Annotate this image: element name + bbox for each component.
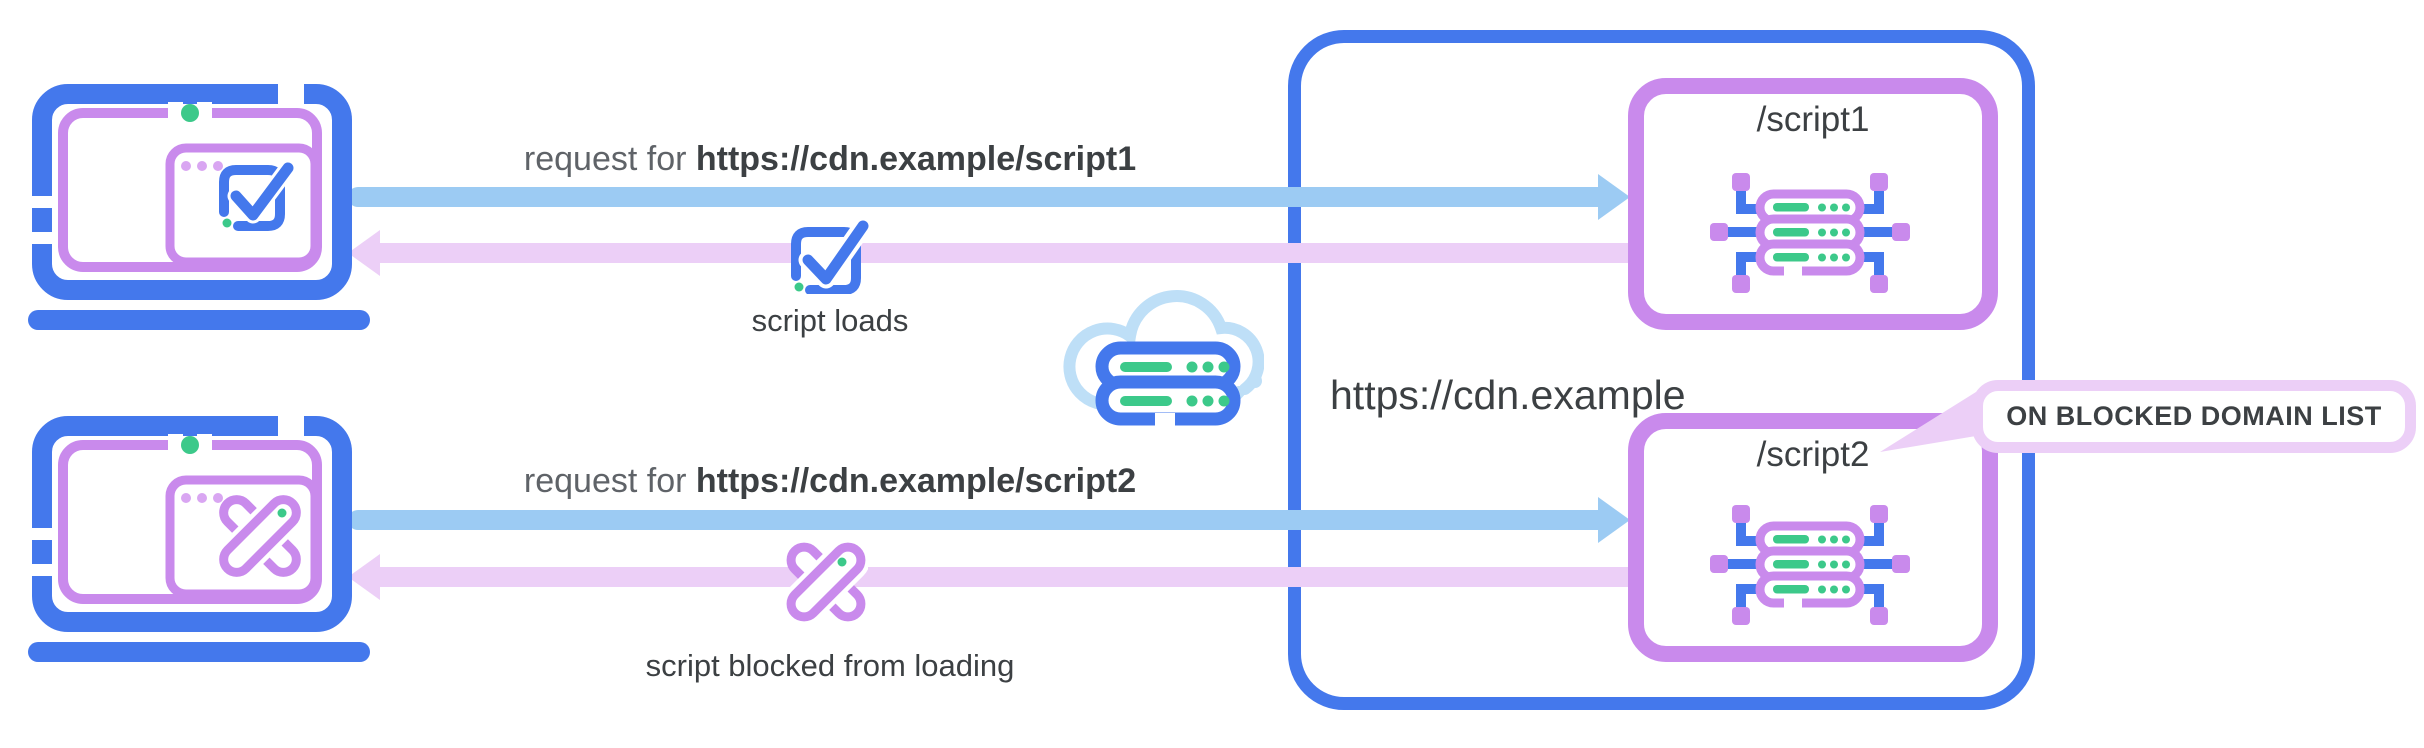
cluster-racks <box>1755 189 1865 277</box>
request-url: https://cdn.example/script2 <box>695 462 1137 500</box>
request-script1-label: request for https://cdn.example/script1 <box>330 140 1330 179</box>
arrow-head-right-icon <box>1598 174 1630 220</box>
cluster-nodes <box>1710 173 1910 293</box>
callout-tail <box>1880 392 1976 452</box>
cluster-nodes <box>1710 505 1910 625</box>
cdn-domain-label: https://cdn.example <box>1330 372 1686 418</box>
server-cluster-icon <box>1710 505 1910 625</box>
browser-cross-icon <box>214 490 306 582</box>
endpoint-script2-box: /script2 <box>1628 413 1998 662</box>
blocked-domain-callout-label: ON BLOCKED DOMAIN LIST <box>2006 401 2382 431</box>
laptop-base <box>28 310 370 330</box>
endpoint-script1-box: /script1 <box>1628 78 1998 330</box>
laptop-base <box>28 642 370 662</box>
result-blocked-label: script blocked from loading <box>645 648 1015 683</box>
cloud-server-icon <box>1063 290 1264 427</box>
browser-check-icon <box>219 159 297 231</box>
laptop-allowed-icon <box>28 80 370 330</box>
endpoint-script1-label: /script1 <box>1756 100 1870 139</box>
request-url: https://cdn.example/script1 <box>695 140 1137 178</box>
laptop-blocked-icon <box>28 412 370 662</box>
request-script2-label: request for https://cdn.example/script2 <box>330 462 1330 501</box>
check-icon <box>791 216 870 294</box>
endpoint-script2-label: /script2 <box>1756 435 1870 474</box>
cluster-racks <box>1755 521 1865 609</box>
server-cluster-icon <box>1710 173 1910 293</box>
blocked-domain-callout: ON BLOCKED DOMAIN LIST <box>1972 380 2416 453</box>
result-allowed-label: script loads <box>751 303 909 338</box>
arrow-head-right-icon <box>1598 497 1630 543</box>
arrow-head-left-icon <box>348 554 380 600</box>
request-prefix: request for <box>523 140 696 178</box>
server-rack-icon <box>1095 341 1241 427</box>
request-prefix: request for <box>523 462 696 500</box>
cross-icon <box>784 540 868 624</box>
arrow-head-left-icon <box>348 230 380 276</box>
